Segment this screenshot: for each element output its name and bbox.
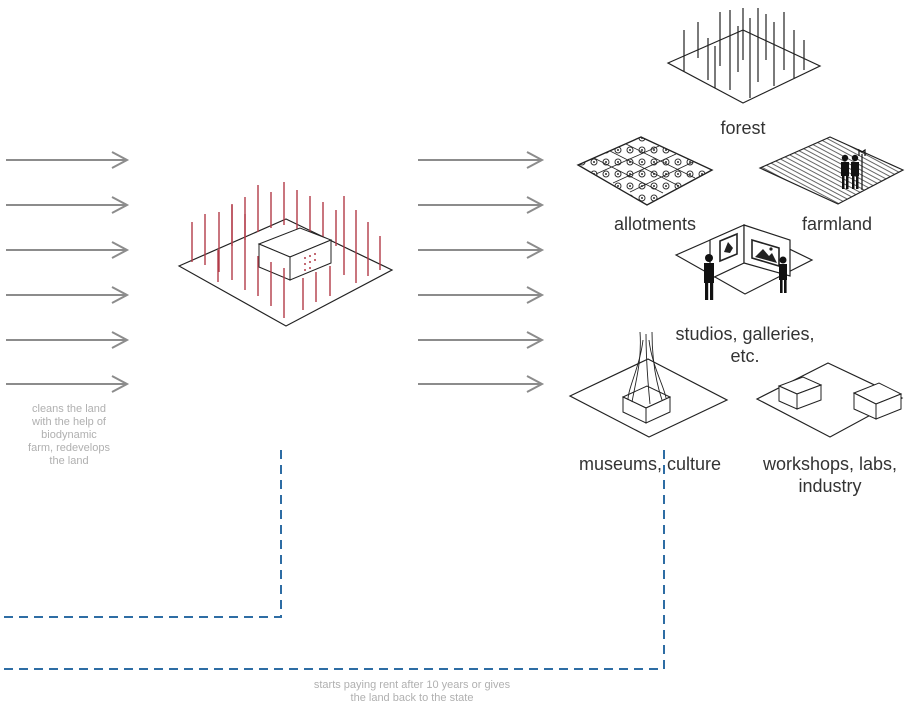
label-workshops-line1: workshops, labs, bbox=[762, 454, 898, 474]
dashed-path-center bbox=[0, 450, 282, 618]
artwork-frame-right bbox=[751, 238, 780, 268]
arrow-4 bbox=[6, 286, 130, 304]
workshop-blocks-icon bbox=[755, 362, 904, 438]
arrow-3 bbox=[6, 241, 130, 259]
workshop-block-2 bbox=[852, 382, 903, 420]
visitor-figures bbox=[704, 254, 787, 300]
outgoing-arrows bbox=[418, 151, 545, 393]
pitchfork bbox=[858, 148, 866, 190]
label-workshops-labs: workshops, labs, industry bbox=[748, 453, 912, 497]
arrow-2 bbox=[6, 196, 130, 214]
allotments-grid-icon bbox=[576, 136, 714, 206]
arrow-1 bbox=[6, 151, 130, 169]
arrow-12 bbox=[418, 375, 545, 393]
note-bottom-line-1: starts paying rent after 10 years or giv… bbox=[313, 679, 511, 691]
workshop-block-1 bbox=[777, 376, 823, 410]
note-bottom-line-2: the land back to the state bbox=[350, 692, 474, 704]
artwork-frame-left bbox=[719, 232, 738, 263]
note-left-line-1: cleans the land bbox=[32, 403, 106, 415]
note-left-line-4: farm, redevelops bbox=[28, 442, 110, 454]
note-cleans-land: cleans the land with the help of biodyna… bbox=[0, 403, 138, 468]
label-museums-culture: museums, culture bbox=[578, 454, 722, 474]
label-studios-galleries: studios, galleries, etc. bbox=[650, 323, 840, 367]
dashed-return-paths bbox=[0, 450, 665, 670]
arrow-5 bbox=[6, 331, 130, 349]
arrow-8 bbox=[418, 196, 545, 214]
forest-plot-icon bbox=[666, 8, 822, 104]
farmer-figures bbox=[841, 154, 859, 189]
incoming-arrows bbox=[6, 151, 130, 393]
note-left-line-3: biodynamic bbox=[41, 429, 97, 441]
building-window-dots bbox=[304, 253, 316, 271]
note-left-line-2: with the help of bbox=[32, 416, 106, 428]
farmland-farmers-icon bbox=[758, 136, 905, 205]
gallery-walls-icon bbox=[674, 224, 814, 300]
red-poles-front bbox=[191, 196, 381, 318]
museum-installation-lines bbox=[627, 331, 667, 405]
arrow-7 bbox=[418, 151, 545, 169]
label-studios-line1: studios, galleries, bbox=[675, 324, 815, 344]
label-forest: forest bbox=[720, 118, 766, 138]
label-workshops-line2: industry bbox=[798, 476, 862, 496]
arrow-9 bbox=[418, 241, 545, 259]
arrow-10 bbox=[418, 286, 545, 304]
arrow-6 bbox=[6, 375, 130, 393]
note-left-line-5: the land bbox=[49, 455, 89, 467]
label-allotments: allotments bbox=[613, 214, 697, 234]
label-studios-line2: etc. bbox=[730, 346, 760, 366]
note-starts-paying-rent: starts paying rent after 10 years or giv… bbox=[262, 679, 562, 705]
arrow-11 bbox=[418, 331, 545, 349]
building-with-poles-icon bbox=[177, 182, 394, 327]
dashed-path-right bbox=[0, 450, 665, 670]
label-farmland: farmland bbox=[801, 214, 873, 234]
museum-block-icon bbox=[568, 331, 729, 438]
